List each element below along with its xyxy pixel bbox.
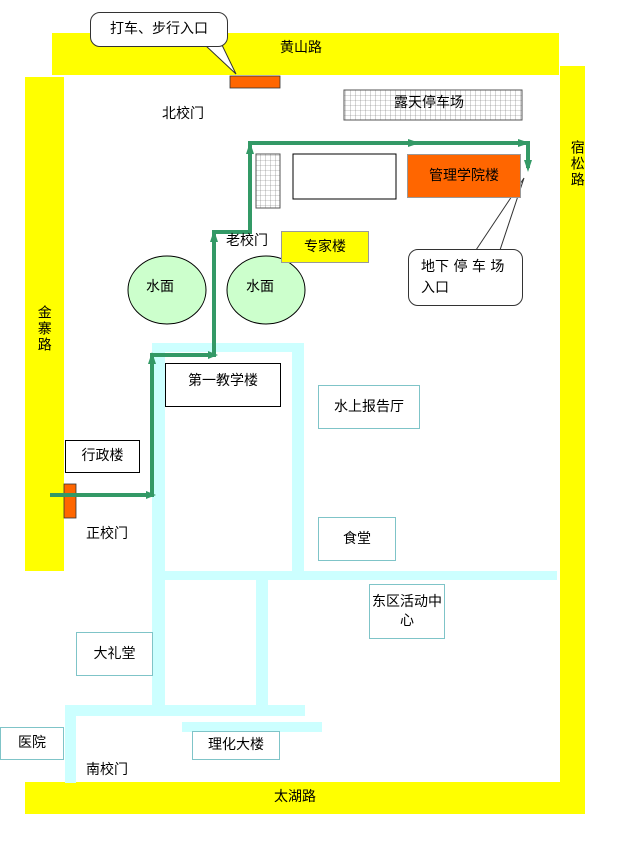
road-south [25, 782, 585, 814]
gate-north-label: 北校门 [162, 106, 204, 122]
walkways [65, 343, 557, 783]
gate-main-label: 正校门 [86, 526, 128, 542]
north-entrance-marker [229, 75, 281, 89]
underground-parking-callout: 地下 停 车 场 入口 [408, 249, 523, 306]
open-air-parking [343, 89, 523, 121]
building-hospital: 医院 [0, 727, 64, 760]
water-pond-east [226, 255, 306, 325]
taxi-entrance-callout: 打车、步行入口 [90, 12, 228, 47]
building-auditorium: 大礼堂 [76, 632, 153, 676]
road-east [560, 66, 585, 812]
road-west [25, 77, 64, 571]
building-teaching1: 第一教学楼 [165, 363, 281, 407]
gate-south-label: 南校门 [86, 762, 128, 778]
open-air-parking-label: 露天停车场 [394, 95, 464, 111]
building-unlabeled [292, 153, 397, 200]
gate-old-label: 老校门 [226, 233, 268, 249]
road-label-east: 宿松路 [568, 140, 585, 188]
water-pond-west [127, 255, 207, 325]
building-admin: 行政楼 [65, 440, 140, 473]
building-science: 理化大楼 [192, 731, 280, 760]
building-canteen: 食堂 [318, 517, 396, 561]
main-entrance-marker [63, 483, 77, 519]
water-label-east: 水面 [246, 279, 274, 295]
parking-strip [255, 153, 281, 209]
building-management: 管理学院楼 [407, 154, 521, 198]
road-label-south: 太湖路 [274, 789, 316, 805]
route-arrowheads [146, 139, 532, 499]
building-east-center: 东区活动中心 [369, 584, 445, 639]
road-label-north: 黄山路 [280, 40, 322, 56]
water-label-west: 水面 [146, 279, 174, 295]
road-label-west: 金寨路 [35, 305, 52, 353]
building-water-hall: 水上报告厅 [318, 385, 420, 429]
building-expert: 专家楼 [281, 231, 369, 263]
